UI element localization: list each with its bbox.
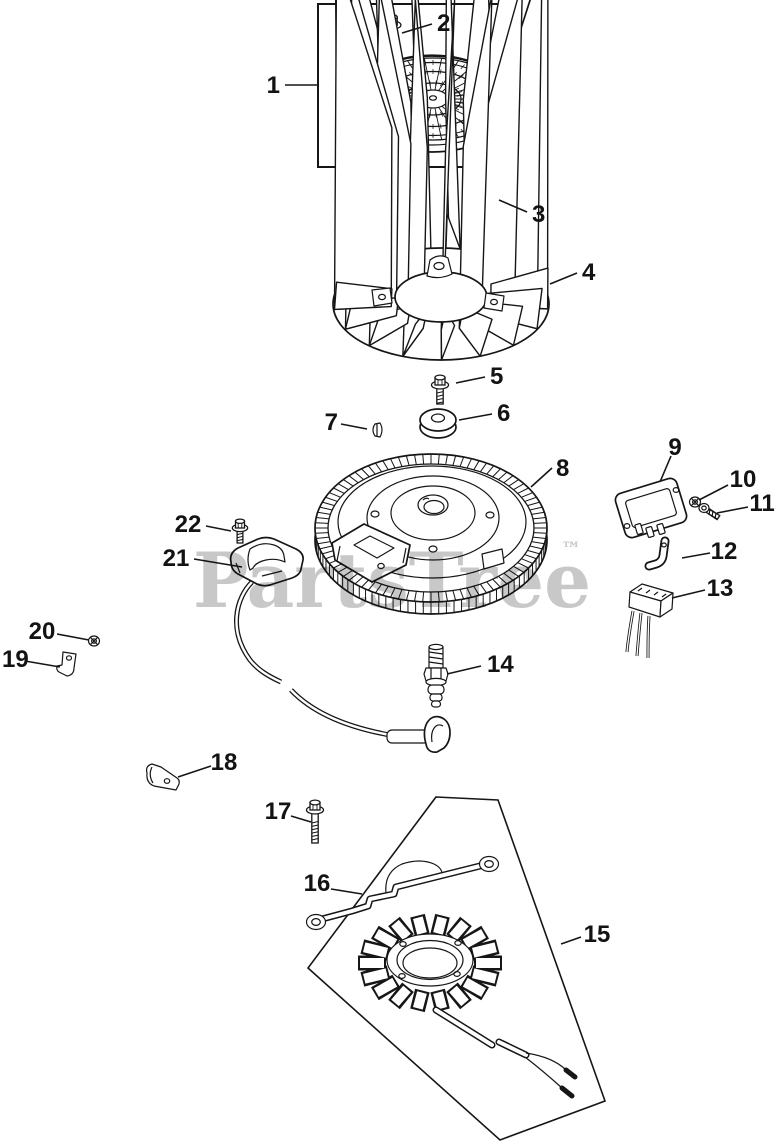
leader-17 [290, 815, 312, 823]
stator [358, 913, 578, 1099]
callout-4: 4 [582, 259, 596, 286]
leader-22 [205, 525, 232, 532]
kill-switch [229, 536, 304, 587]
fan-ear-right [483, 292, 505, 312]
spark-plug-boot [423, 715, 451, 754]
wire-connector [625, 583, 674, 659]
leader-3 [498, 199, 528, 213]
callout-2: 2 [437, 10, 450, 37]
cooling-fan [332, 0, 550, 361]
callout-16: 16 [304, 870, 331, 897]
spark-plug-lead [234, 580, 451, 754]
callout-9: 9 [668, 434, 681, 461]
flywheel [314, 453, 548, 615]
leader-6 [458, 413, 493, 421]
fan-ear-left [371, 287, 393, 307]
leader-14 [446, 665, 482, 675]
callout-1: 1 [267, 72, 280, 99]
leader-10 [698, 484, 729, 501]
ignition-module [614, 477, 688, 539]
leader-7 [340, 423, 368, 430]
callout-11: 11 [749, 490, 774, 517]
spark-plug [423, 643, 449, 708]
callout-6: 6 [497, 400, 510, 427]
module-screw [698, 502, 721, 521]
callout-17: 17 [265, 798, 292, 825]
woodruff-key [372, 422, 383, 438]
watermark-trademark: ™ [561, 537, 581, 561]
flywheel-washer [419, 408, 457, 439]
callout-8: 8 [556, 455, 569, 482]
flywheel-bolt [430, 374, 450, 405]
watermark: PartsTree ™ [193, 536, 591, 625]
flywheel-rim-tab [481, 548, 505, 570]
callout-13: 13 [707, 575, 734, 602]
leader-12 [681, 552, 711, 559]
callout-21: 21 [163, 545, 190, 572]
watermark-text: PartsTree [193, 536, 591, 625]
clip-washer [87, 635, 101, 647]
callout-15: 15 [584, 921, 611, 948]
callout-7: 7 [325, 409, 338, 436]
callout-5: 5 [490, 363, 503, 390]
callout-labels: 1 2 3 4 5 6 7 8 9 10 11 12 13 14 15 16 1… [2, 10, 775, 948]
callout-18: 18 [211, 749, 238, 776]
stator-bolt [305, 799, 325, 844]
callout-20: 20 [29, 618, 56, 645]
leader-18 [177, 765, 212, 778]
leader-19 [24, 660, 61, 668]
leader-21 [193, 558, 243, 568]
callout-14: 14 [487, 651, 514, 678]
cable-clamp [145, 763, 180, 791]
module-washer [688, 496, 702, 508]
callout-19: 19 [2, 646, 29, 673]
leader-4 [549, 272, 578, 285]
leader-15 [560, 936, 582, 945]
leader-2 [401, 23, 433, 34]
leader-13 [671, 589, 706, 599]
module-bracket [644, 536, 670, 571]
callout-10: 10 [730, 466, 757, 493]
group-box-stator [306, 796, 607, 1141]
lead-clip [56, 651, 77, 677]
callout-22: 22 [175, 511, 202, 538]
module-terminals [634, 522, 666, 539]
stator-leads [432, 1006, 578, 1099]
callout-12: 12 [711, 538, 738, 565]
leader-5 [455, 376, 486, 384]
kill-switch-bolt [231, 518, 249, 544]
leader-11 [716, 506, 749, 514]
callout-3: 3 [532, 201, 545, 228]
flywheel-magnet [331, 523, 411, 583]
leader-lines [24, 23, 749, 945]
leader-8 [530, 467, 553, 488]
leader-9 [659, 455, 672, 483]
wiring-bracket [305, 855, 500, 931]
leader-16 [330, 888, 363, 895]
leader-20 [56, 633, 90, 641]
